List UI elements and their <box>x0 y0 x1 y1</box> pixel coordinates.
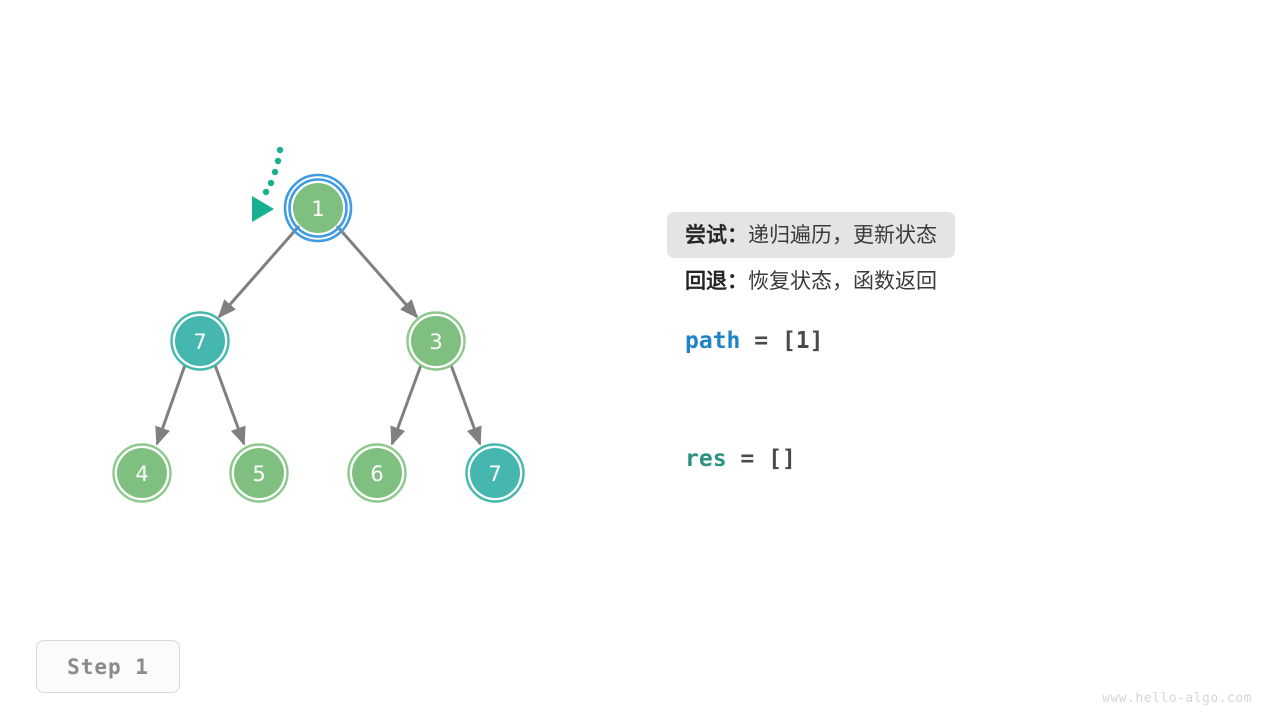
node-outer-ring <box>112 443 172 503</box>
tree-node-label: 7 <box>488 462 501 486</box>
edge-1-to-3 <box>335 225 419 319</box>
node-body <box>470 448 520 498</box>
try-line-text: 递归遍历，更新状态 <box>748 223 937 247</box>
tree-node-label: 4 <box>135 462 148 486</box>
node-outer-ring <box>288 178 348 238</box>
backtrack-line-text: 恢复状态，函数返回 <box>748 269 937 293</box>
res-variable-name: res <box>685 446 727 472</box>
backtrack-line-keyword: 回退： <box>685 269 748 293</box>
binary-tree-diagram: 1 7 3 4 5 6 7 <box>112 146 525 503</box>
node-body <box>293 183 343 233</box>
tree-node-6[interactable]: 6 <box>347 443 407 503</box>
node-body <box>234 448 284 498</box>
tree-node-3[interactable]: 3 <box>406 311 466 371</box>
edge-3-to-6 <box>390 364 423 446</box>
tree-node-label: 1 <box>311 197 324 221</box>
try-line: 尝试：递归遍历，更新状态 <box>667 212 955 258</box>
tree-node-label: 7 <box>193 330 206 354</box>
tree-edges <box>155 225 482 446</box>
node-outer-ring <box>170 311 230 371</box>
path-variable-name: path <box>685 328 741 354</box>
node-outer-ring <box>347 443 407 503</box>
backtrack-line: 回退：恢复状态，函数返回 <box>685 258 1245 304</box>
edge-1-to-7 <box>217 225 301 319</box>
try-line-keyword: 尝试： <box>685 223 748 247</box>
try-line-wrapper: 尝试：递归遍历，更新状态 <box>667 212 1245 258</box>
node-outer-ring <box>465 443 525 503</box>
node-outer-ring <box>406 311 466 371</box>
node-body <box>175 316 225 366</box>
backtrack-line-wrapper: 回退：恢复状态，函数返回 <box>685 258 1245 304</box>
path-variable-row: path = [1] <box>685 318 1245 364</box>
tree-node-4[interactable]: 4 <box>112 443 172 503</box>
res-variable-value: [] <box>768 446 796 472</box>
tree-node-7-left[interactable]: 7 <box>170 311 230 371</box>
recursion-entry-pointer-icon <box>252 146 284 222</box>
res-variable-row: res = [] <box>685 436 1245 482</box>
tree-node-1[interactable]: 1 <box>283 173 353 243</box>
info-panel: 尝试：递归遍历，更新状态 回退：恢复状态，函数返回 path = [1] res… <box>667 212 1245 482</box>
step-badge: Step 1 <box>36 640 180 693</box>
edge-7-to-5 <box>213 364 246 446</box>
watermark: www.hello-algo.com <box>1102 691 1252 706</box>
path-equals-sign: = <box>740 328 782 354</box>
watermark-text: www.hello-algo.com <box>1102 691 1252 706</box>
node-highlight-ring <box>283 173 353 243</box>
node-body <box>352 448 402 498</box>
node-body <box>117 448 167 498</box>
tree-node-7-right[interactable]: 7 <box>465 443 525 503</box>
node-body <box>411 316 461 366</box>
tree-node-5[interactable]: 5 <box>229 443 289 503</box>
edge-7-to-4 <box>155 364 187 446</box>
res-equals-sign: = <box>726 446 769 472</box>
tree-node-label: 6 <box>370 462 383 486</box>
path-variable-value: [1] <box>781 328 824 354</box>
node-outer-ring <box>229 443 289 503</box>
edge-3-to-7 <box>449 364 482 446</box>
tree-node-label: 3 <box>429 330 442 354</box>
step-badge-label: Step 1 <box>67 654 149 679</box>
tree-node-label: 5 <box>252 462 265 486</box>
